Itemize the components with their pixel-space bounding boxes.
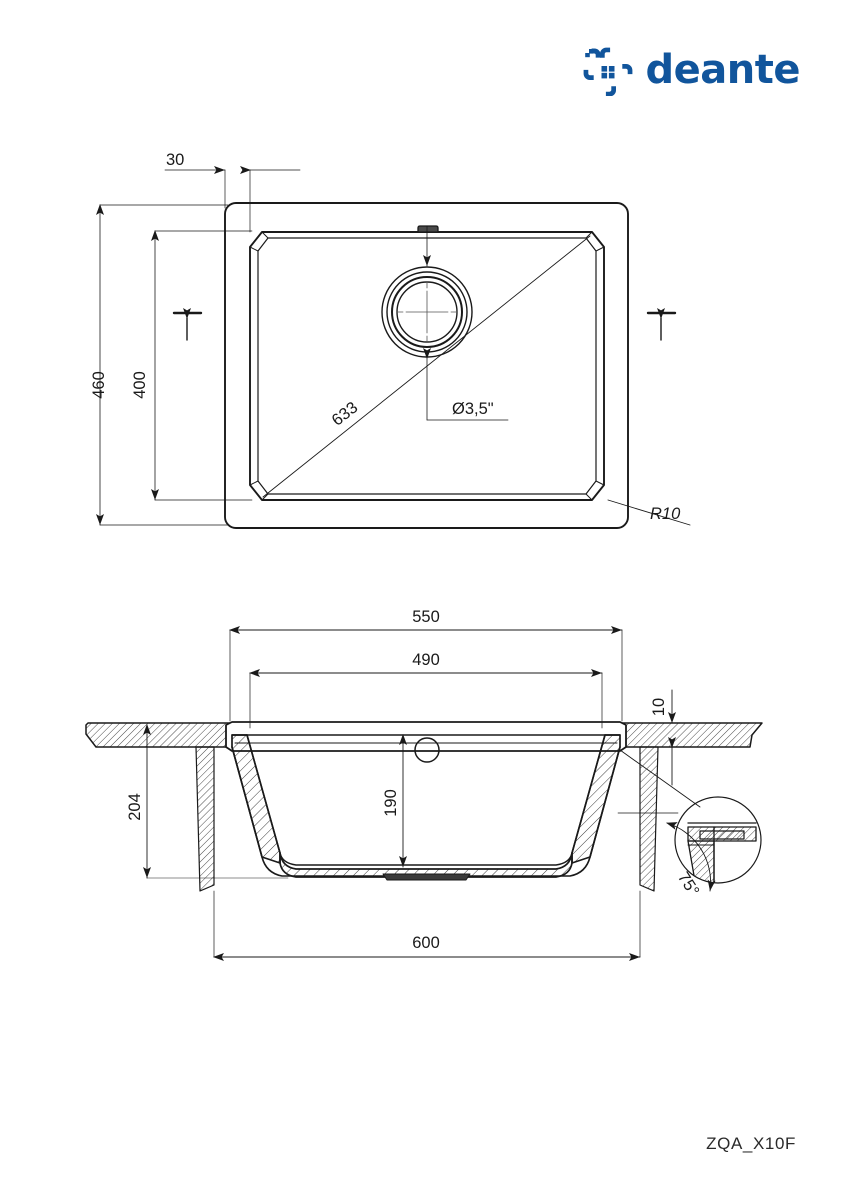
overflow-hole-section bbox=[414, 737, 440, 763]
label-633: 633 bbox=[329, 398, 362, 429]
dimension-550 bbox=[229, 626, 623, 722]
label-10: 10 bbox=[650, 698, 668, 716]
label-r10: R10 bbox=[650, 505, 681, 523]
section-marker-right bbox=[646, 308, 677, 341]
label-drain-diameter: Ø3,5" bbox=[452, 400, 494, 418]
sink-rim-section bbox=[225, 721, 627, 752]
drain-diameter-dimension bbox=[423, 225, 509, 421]
model-code: ZQA_X10F bbox=[706, 1134, 796, 1153]
dimension-204 bbox=[143, 724, 289, 879]
angle-dimension-75 bbox=[617, 812, 716, 892]
dimension-600 bbox=[213, 890, 641, 961]
countertop-right bbox=[621, 722, 763, 748]
label-600: 600 bbox=[412, 934, 440, 952]
pinwheel-logo-icon bbox=[583, 47, 632, 96]
countertop-left bbox=[85, 722, 237, 748]
brand-name: deante bbox=[645, 47, 801, 93]
label-460: 460 bbox=[90, 371, 108, 399]
cabinet-panel-left bbox=[195, 746, 215, 892]
section-view-drawing: 550 490 10 204 190 600 75° bbox=[85, 608, 763, 961]
dimension-460 bbox=[96, 204, 229, 526]
diagonal-dimension-633 bbox=[262, 235, 591, 498]
sink-outer-rim bbox=[224, 202, 629, 529]
label-30: 30 bbox=[166, 151, 184, 169]
dimension-30 bbox=[164, 166, 301, 233]
dimension-490 bbox=[249, 669, 603, 729]
label-490: 490 bbox=[412, 651, 440, 669]
dimension-400 bbox=[151, 230, 253, 501]
top-view-drawing: 30 460 400 633 Ø3,5" R10 bbox=[90, 151, 691, 529]
brand-logo: deante bbox=[580, 44, 801, 96]
radius-leader-r10 bbox=[607, 499, 691, 526]
section-marker-left bbox=[172, 308, 203, 341]
label-204: 204 bbox=[126, 793, 144, 821]
sink-bowl-section bbox=[231, 734, 621, 881]
label-190: 190 bbox=[382, 789, 400, 817]
dimension-10 bbox=[625, 689, 701, 786]
overflow-slot-icon bbox=[417, 225, 439, 233]
label-550: 550 bbox=[412, 608, 440, 626]
drain-hole bbox=[381, 266, 473, 358]
label-400: 400 bbox=[131, 371, 149, 399]
cabinet-panel-right bbox=[639, 746, 659, 892]
sink-bowl-opening bbox=[249, 231, 605, 501]
